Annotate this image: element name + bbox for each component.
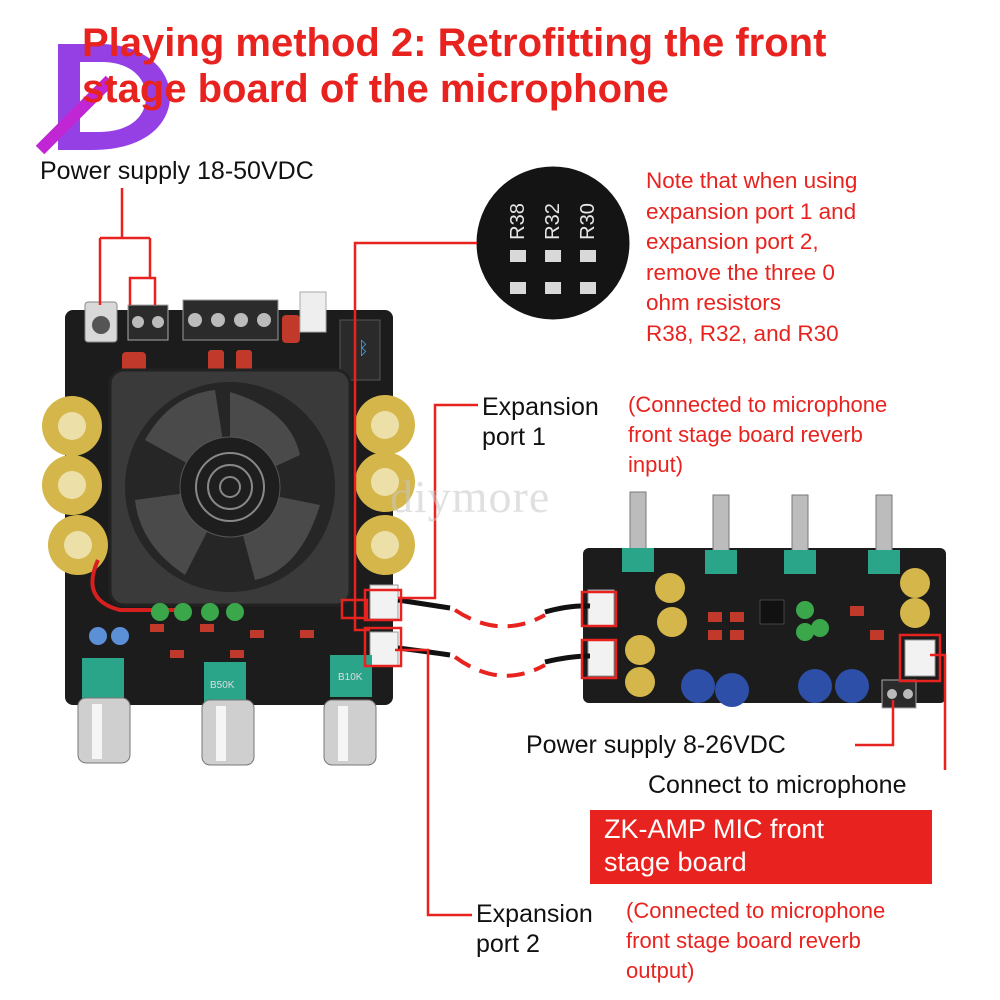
expansion-port-1-note-line-1: (Connected to microphone <box>628 392 888 417</box>
amplifier-board: ᛒ <box>42 291 415 766</box>
mic-front-stage-board <box>583 491 946 709</box>
expansion-port-1-note-line-3: input) <box>628 452 684 477</box>
resistor-r38-text: R38 <box>506 203 529 240</box>
resistor-zoom-inset <box>473 163 633 323</box>
resistor-r32-text: R32 <box>541 203 564 240</box>
board-name-line-2: stage board <box>604 847 747 877</box>
note-line-3: expansion port 2, <box>646 229 819 254</box>
svg-text:ᛒ: ᛒ <box>358 338 369 359</box>
expansion-port-1-line-2: port 1 <box>482 423 546 451</box>
resistor-removal-note: Note that when using expansion port 1 an… <box>646 166 976 349</box>
pot-label-b50k: B50K <box>210 680 235 691</box>
expansion-port-1-note-line-2: front stage board reverb <box>628 422 863 447</box>
callout-lines <box>98 188 947 917</box>
expansion-port-1-label: Expansion port 1 <box>482 392 599 452</box>
resistor-label-r30: R30 <box>577 203 600 240</box>
power-supply-main-label: Power supply 18-50VDC <box>40 157 314 185</box>
resistor-label-r38: R38 <box>507 203 530 240</box>
expansion-port-2-line-2: port 2 <box>476 930 540 958</box>
pot-label-b10k: B10K <box>338 672 363 683</box>
note-line-6: R38, R32, and R30 <box>646 320 839 346</box>
expansion-port-1-line-1: Expansion <box>482 393 599 421</box>
connect-microphone-label: Connect to microphone <box>648 771 907 799</box>
board-name-line-1: ZK-AMP MIC front <box>604 814 825 844</box>
expansion-port-1-note: (Connected to microphone front stage boa… <box>628 390 988 480</box>
title-line-2: stage board of the microphone <box>82 67 669 111</box>
note-line-4: remove the three 0 <box>646 259 835 285</box>
power-supply-mic-label: Power supply 8-26VDC <box>526 731 786 759</box>
cables <box>397 597 591 678</box>
title-line-1: Playing method 2: Retrofitting the front <box>82 21 827 65</box>
expansion-port-2-note-line-3: output) <box>626 958 695 983</box>
note-line-2: expansion port 1 and <box>646 198 857 224</box>
expansion-port-2-label: Expansion port 2 <box>476 899 593 959</box>
expansion-port-2-note-line-1: (Connected to microphone <box>626 898 886 923</box>
resistor-r30-text: R30 <box>576 203 599 240</box>
watermark: diymore <box>390 471 551 522</box>
board-name-box: ZK-AMP MIC front stage board <box>590 810 932 884</box>
expansion-port-2-note-line-2: front stage board reverb <box>626 928 861 953</box>
resistor-label-r32: R32 <box>542 203 565 240</box>
note-line-5: ohm resistors <box>646 290 782 315</box>
expansion-port-2-line-1: Expansion <box>476 900 593 928</box>
page-title: Playing method 2: Retrofitting the front… <box>82 20 982 112</box>
brand-logo <box>35 44 170 155</box>
expansion-port-2-note: (Connected to microphone front stage boa… <box>626 896 986 986</box>
note-line-1: Note that when using <box>646 168 858 193</box>
